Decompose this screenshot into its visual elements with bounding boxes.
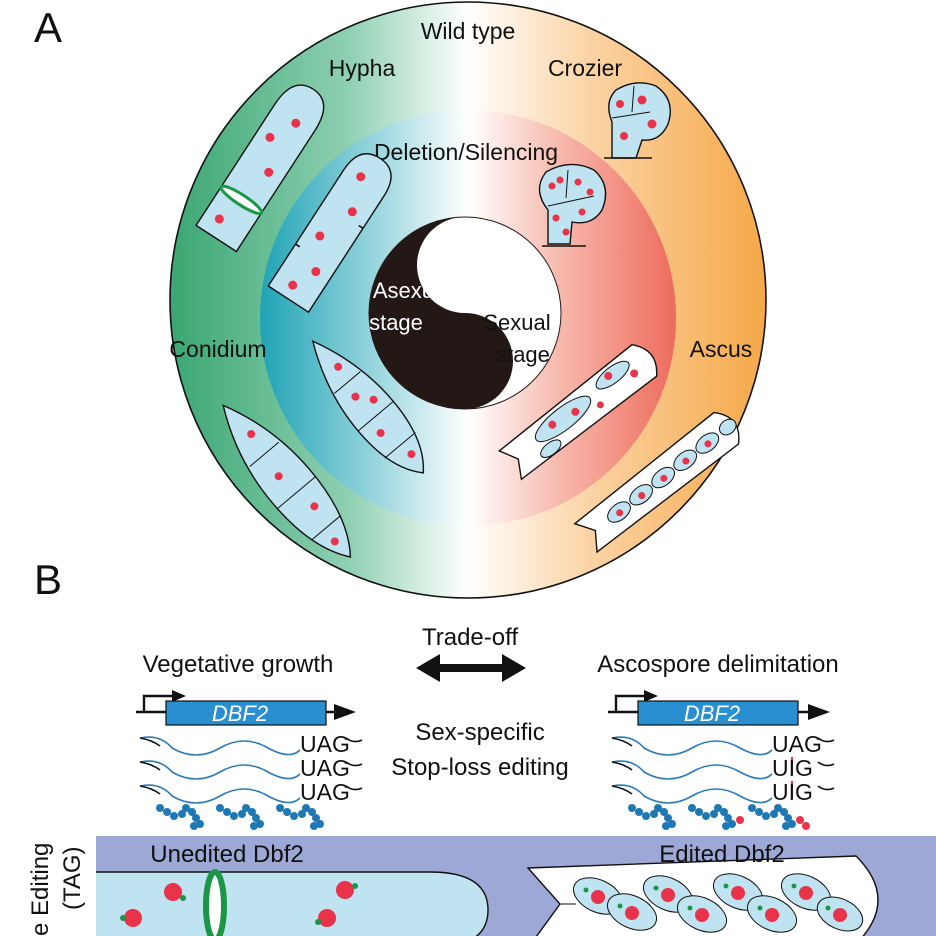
- yang-dot: [448, 344, 482, 378]
- codon-right-1: UAG: [772, 731, 822, 757]
- dbf2-gene-box-right: [637, 700, 799, 726]
- codon-right-3: UIG: [772, 779, 813, 805]
- right-gene-construct: [608, 690, 830, 726]
- crozier-label: Crozier: [548, 55, 622, 81]
- wild-type-conidium: [222, 404, 352, 558]
- unedited-hypha: [96, 869, 489, 936]
- side-label-tag: (TAG): [59, 846, 86, 910]
- trade-off-label: Trade-off: [422, 624, 518, 651]
- left-gene-construct: [136, 690, 356, 726]
- deleted-ascus: [497, 343, 658, 481]
- deleted-hypha: [267, 153, 392, 314]
- edited-ascus: [526, 855, 879, 936]
- wild-type-ascus: [573, 411, 740, 554]
- left-mrna-group: [139, 736, 363, 804]
- sex-specific-label: Sex-specific: [415, 719, 544, 746]
- deleted-crozier: [538, 163, 607, 247]
- hypha-label: Hypha: [329, 55, 396, 81]
- wild-type-label: Wild type: [421, 18, 516, 44]
- conidium-label: Conidium: [169, 336, 266, 362]
- panel-a-letter: A: [34, 4, 62, 51]
- right-protein-chains: [628, 804, 810, 830]
- unedited-septum-ring: [203, 869, 227, 936]
- ascus-label: Ascus: [690, 336, 753, 362]
- sexual-stage-label-2: stage: [496, 342, 550, 367]
- vegetative-growth-heading: Vegetative growth: [143, 651, 334, 678]
- dbf2-gene-label-left: DBF2: [212, 701, 268, 726]
- asexual-stage-label-2: stage: [369, 310, 423, 335]
- panel-b-letter: B: [34, 556, 62, 603]
- side-label-editing: e Editing: [27, 843, 54, 936]
- left-protein-chains: [156, 804, 324, 830]
- unedited-dbf2-label: Unedited Dbf2: [150, 841, 303, 868]
- dbf2-gene-label-right: DBF2: [684, 701, 740, 726]
- ascospore-delimitation-heading: Ascospore delimitation: [597, 651, 838, 678]
- trade-off-arrow: [416, 654, 526, 682]
- codon-left-3: UAG: [300, 779, 350, 805]
- yin-yang-symbol: [368, 216, 562, 410]
- codon-right-2: UIG: [772, 755, 813, 781]
- dbf2-gene-box-left: [165, 700, 327, 726]
- deleted-conidium: [311, 339, 425, 474]
- codon-left-1: UAG: [300, 731, 350, 757]
- wild-type-crozier: [604, 82, 671, 159]
- stop-loss-editing-label: Stop-loss editing: [391, 754, 568, 781]
- asexual-stage-label-1: Asexual: [373, 278, 451, 303]
- wild-type-hypha: [195, 84, 325, 253]
- deletion-silencing-label: Deletion/Silencing: [374, 139, 558, 165]
- right-mrna-group: [611, 736, 835, 804]
- edited-dbf2-label: Edited Dbf2: [659, 841, 784, 868]
- yin-dot: [448, 248, 482, 282]
- septum-ring: [219, 184, 264, 216]
- codon-left-2: UAG: [300, 755, 350, 781]
- sexual-stage-label-1: Sexual: [483, 310, 550, 335]
